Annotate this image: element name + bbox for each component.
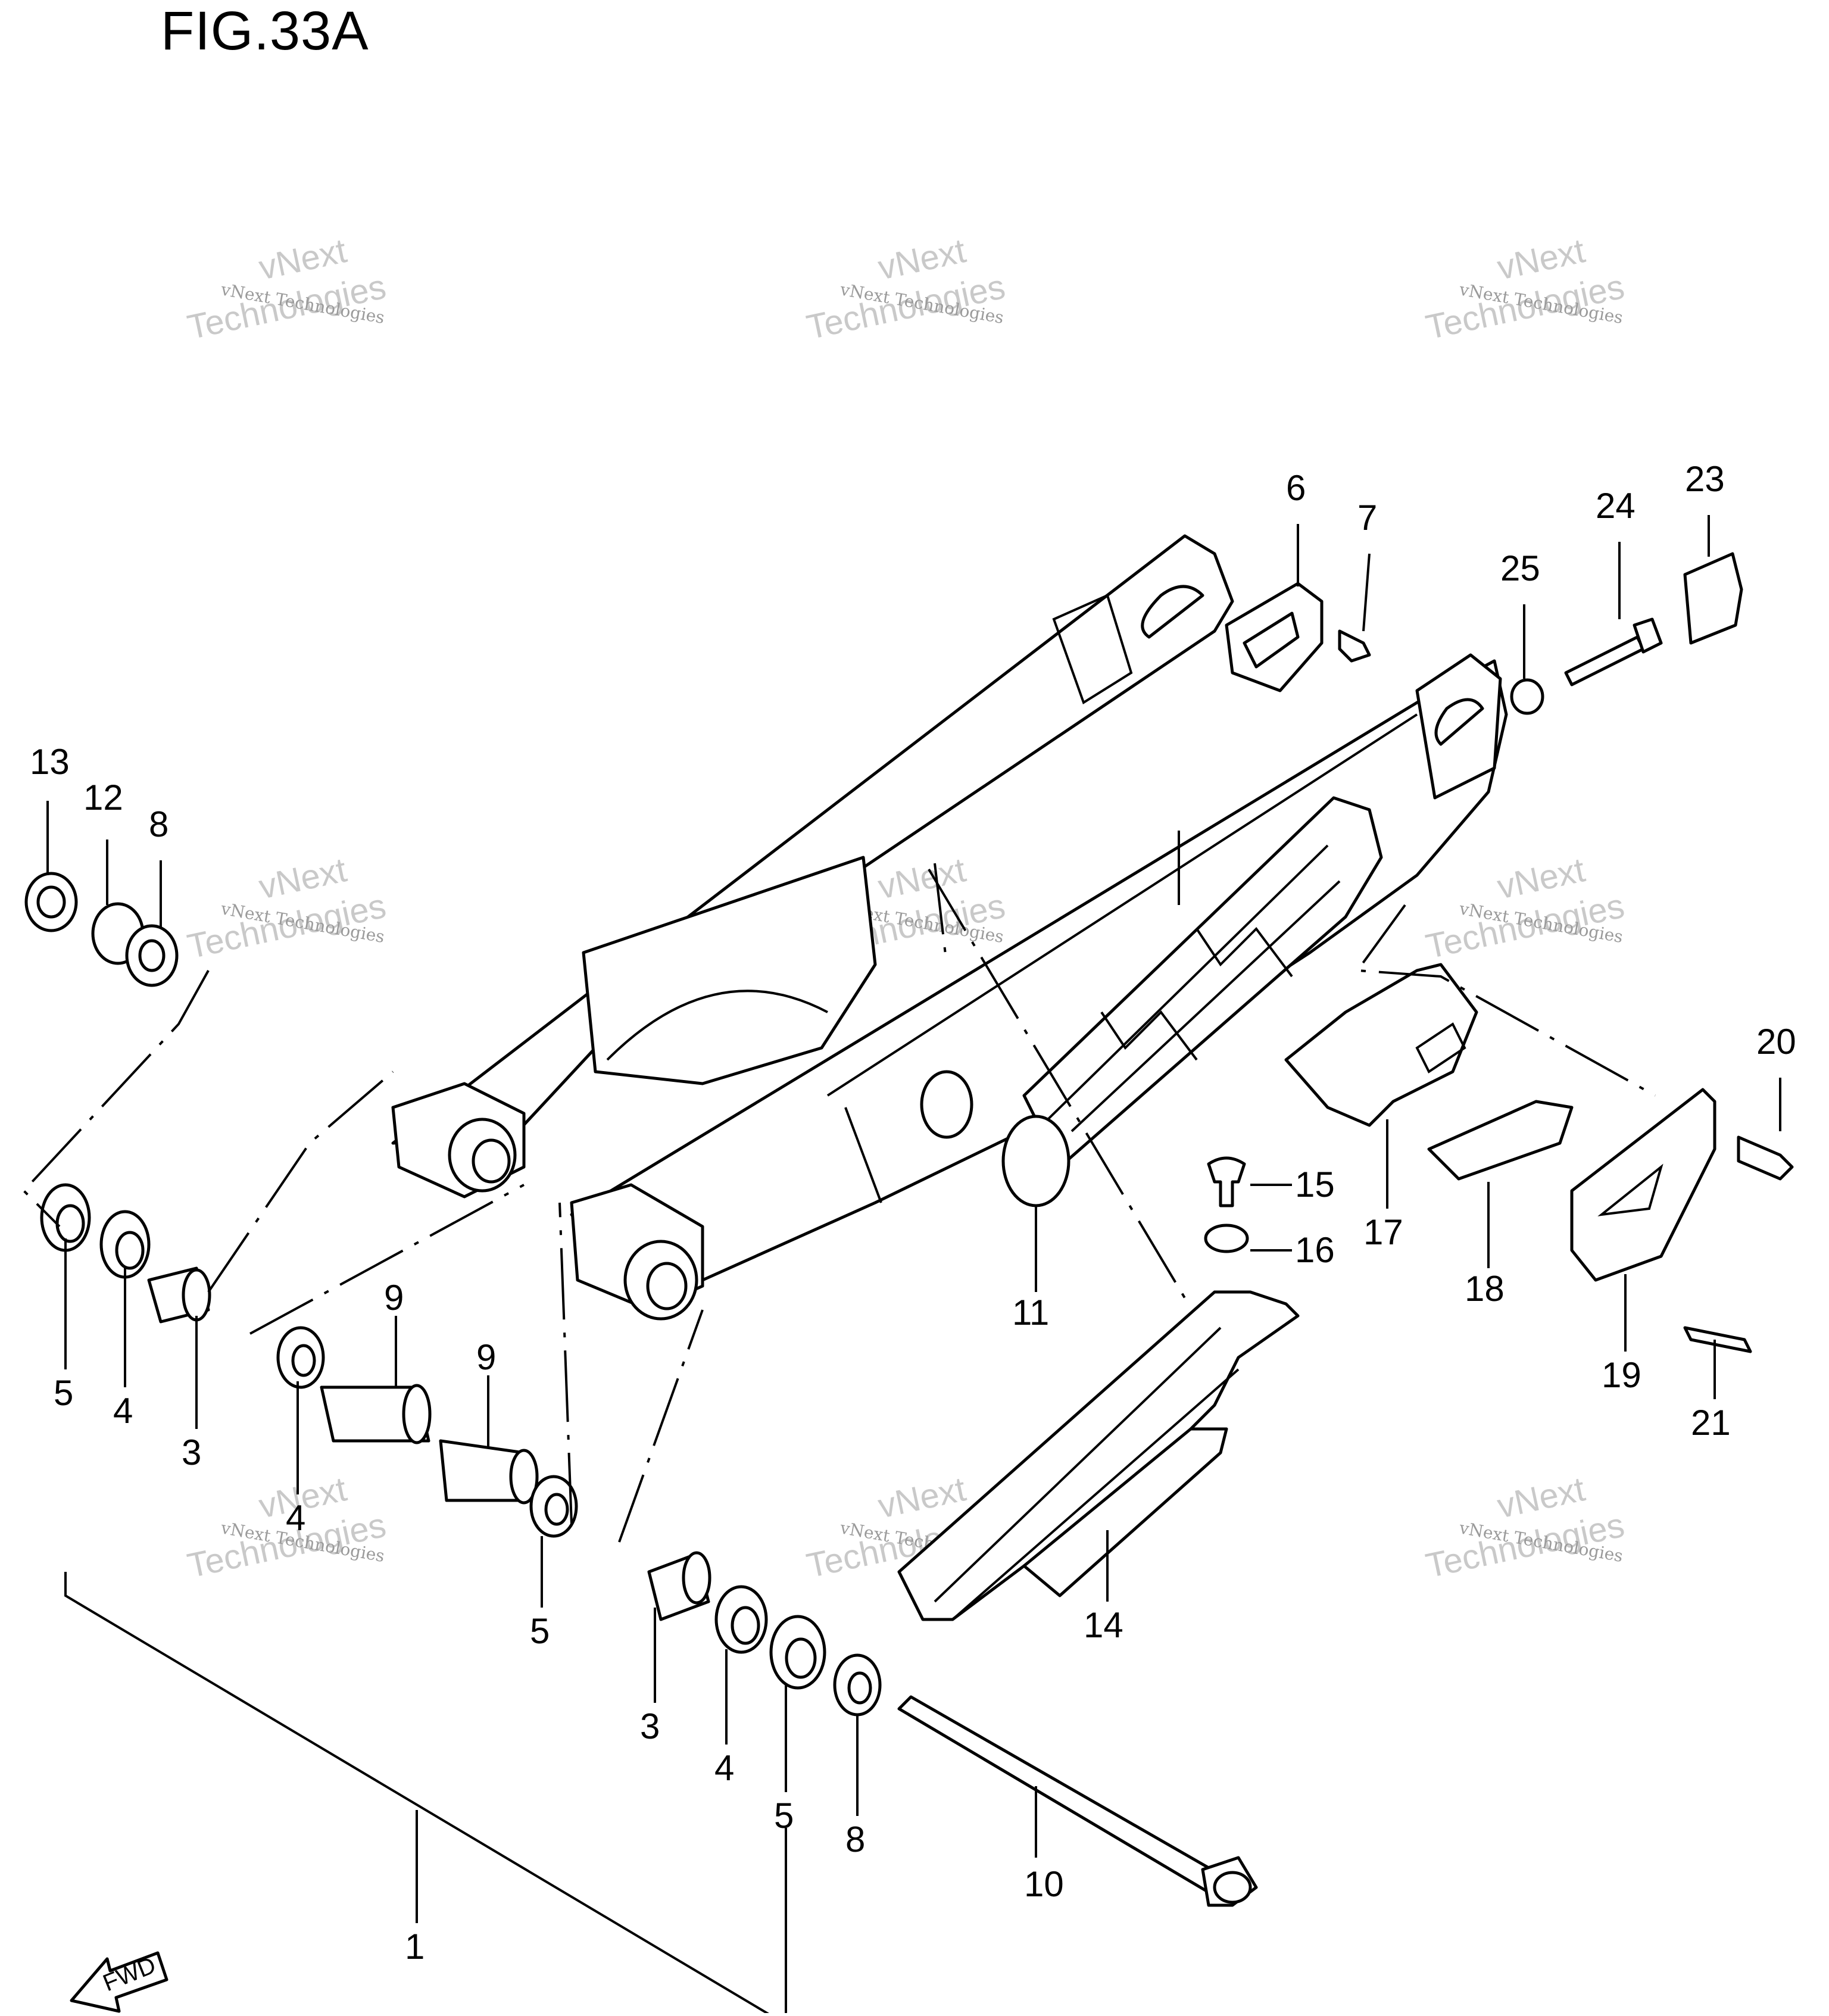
part-11-cap <box>1001 1115 1070 1207</box>
watermark: vNext Technologies vNext Technologies <box>184 850 389 966</box>
part-24-nut <box>1510 678 1544 715</box>
callout-7: 7 <box>1357 498 1377 538</box>
part-19-plate <box>1570 1088 1716 1282</box>
figure-title: FIG.33A <box>161 1 369 61</box>
swingarm-cross-member <box>582 856 877 1085</box>
callout-17: 17 <box>1363 1212 1403 1252</box>
part-15-screw <box>1207 1156 1246 1207</box>
part-10-axle <box>897 1695 1234 1901</box>
callout-24: 25 <box>1500 548 1540 588</box>
callout-4-b: 5 <box>530 1611 550 1651</box>
callouts: 13 12 8 6 7 23 24 25 15 16 11 17 18 19 2… <box>30 459 1796 1967</box>
watermarks: vNext Technologies vNext Technologies vN… <box>184 231 1628 1585</box>
watermark: vNext Technologies vNext Technologies <box>1422 1469 1628 1585</box>
watermark: vNext Technologies vNext Technologies <box>184 231 389 347</box>
part-22-clip <box>1683 552 1743 645</box>
swingarm-decal <box>1022 796 1383 1169</box>
callout-20: 20 <box>1756 1022 1796 1062</box>
callout-1: 1 <box>405 1927 425 1967</box>
callout-8-b: 8 <box>845 1820 865 1859</box>
part-23-bolt <box>1564 635 1645 686</box>
callout-8: 8 <box>149 804 168 844</box>
leader-lines <box>22 515 1781 2016</box>
fwd-arrow: FWD <box>70 1951 168 2013</box>
callout-13: 13 <box>30 742 70 782</box>
watermark: vNext Technologies vNext Technologies <box>1422 231 1628 347</box>
part-17-guide <box>1284 963 1478 1127</box>
callout-2-b: 3 <box>640 1706 660 1746</box>
watermark: vNext Technologies vNext Technologies <box>803 231 1009 347</box>
callout-5-b: 5 <box>774 1796 794 1836</box>
callout-6: 6 <box>1286 468 1306 508</box>
bearing-group-bottom <box>647 1551 1258 1907</box>
part-21-bolt <box>1683 1326 1752 1353</box>
callout-11: 11 <box>1012 1293 1049 1332</box>
callout-19: 19 <box>1602 1355 1641 1395</box>
callout-16: 16 <box>1295 1230 1335 1270</box>
bearing-group-left <box>24 872 578 1538</box>
callout-21: 21 <box>1691 1403 1731 1443</box>
callout-9: 9 <box>384 1278 404 1318</box>
callout-15: 15 <box>1295 1165 1335 1204</box>
part-7-screw <box>1338 629 1371 663</box>
callout-18: 18 <box>1465 1269 1505 1309</box>
swingarm <box>391 534 1508 1321</box>
callout-22: 23 <box>1685 459 1725 499</box>
callout-2: 3 <box>182 1433 201 1472</box>
callout-23: 24 <box>1596 486 1636 526</box>
callout-4: 4 <box>286 1498 305 1538</box>
part-20-bolt <box>1737 1135 1794 1181</box>
callout-10: 10 <box>1024 1864 1064 1904</box>
callout-5: 5 <box>54 1373 73 1413</box>
callout-14: 14 <box>1084 1605 1123 1645</box>
part-16-grommet <box>1204 1224 1249 1253</box>
callout-3-b: 4 <box>714 1748 734 1788</box>
callout-9-b: 9 <box>476 1337 496 1377</box>
callout-12: 12 <box>83 778 123 817</box>
chain-slider <box>897 1290 1300 1621</box>
part-18-pad <box>1427 1100 1574 1181</box>
brackets <box>1001 552 1794 1353</box>
watermark: vNext Technologies vNext Technologies <box>1422 850 1628 966</box>
part-9-spacer <box>320 1385 430 1443</box>
callout-3: 4 <box>113 1391 133 1431</box>
